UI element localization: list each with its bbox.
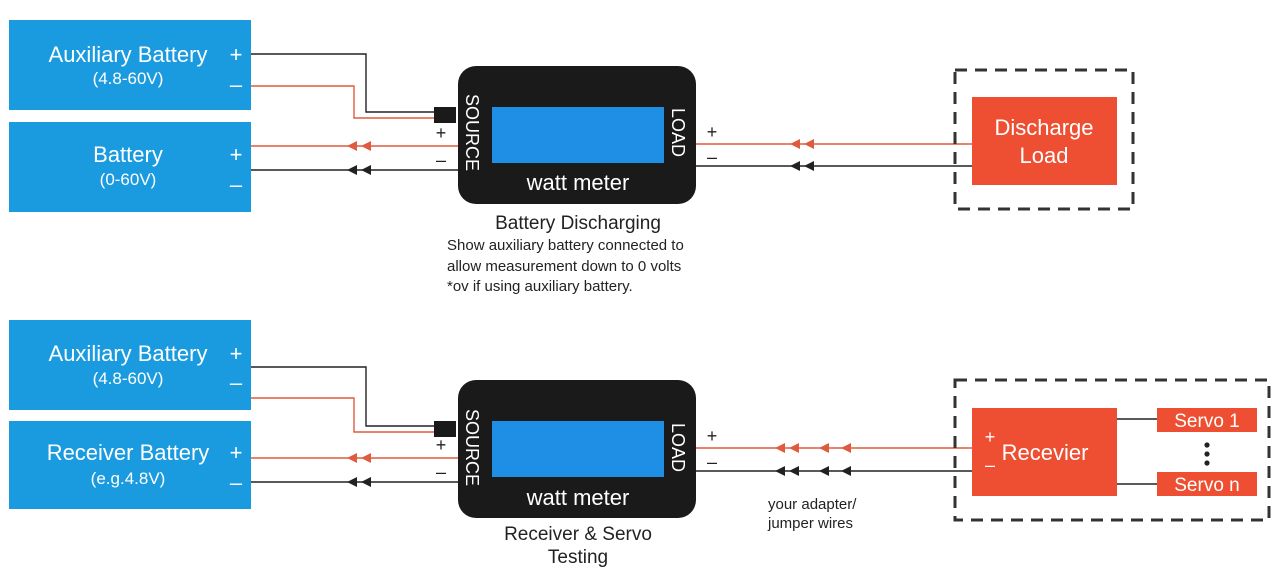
top-load-arrow-black-2 xyxy=(804,161,814,171)
top-load-dashed-box xyxy=(953,68,1135,211)
bottom-aux-battery xyxy=(9,320,251,410)
bottom-servo-n xyxy=(1157,472,1257,496)
bottom-meter-plus-right: + xyxy=(707,426,718,446)
bottom-receiver-plus: + xyxy=(230,440,243,465)
bottom-receiver-label: Recevier xyxy=(1002,440,1089,465)
bottom-rx-arrow-black-4 xyxy=(841,466,851,476)
top-meter-screen xyxy=(492,107,664,163)
top-battery-name: Battery xyxy=(93,142,163,167)
bottom-aux-wire-positive xyxy=(251,366,436,427)
bottom-caption-line2: Testing xyxy=(548,547,608,568)
top-load-line1: Discharge xyxy=(994,115,1093,140)
bottom-receiver-battery-name: Receiver Battery xyxy=(47,440,210,465)
top-meter-label: watt meter xyxy=(526,170,630,195)
bottom-rx-arrow-black-1 xyxy=(775,466,785,476)
bottom-aux-battery-name: Auxiliary Battery xyxy=(49,341,208,366)
top-caption-title: Battery Discharging xyxy=(495,213,661,234)
bottom-aux-wire-negative xyxy=(251,397,436,433)
bottom-arrow-black-1 xyxy=(347,477,357,487)
top-battery xyxy=(9,122,251,212)
bottom-arrow-red-1 xyxy=(347,453,357,463)
bottom-rx-arrow-red-2 xyxy=(789,443,799,453)
top-arrow-red-2 xyxy=(361,141,371,151)
bottom-meter-screen xyxy=(492,421,664,477)
bottom-servo-n-label: Servo n xyxy=(1174,475,1239,496)
top-caption-line1: Show auxiliary battery connected to xyxy=(447,237,684,254)
bottom-receiver-plus: + xyxy=(985,427,996,447)
top-battery-range: (0-60V) xyxy=(100,170,157,189)
top-meter-source-label: SOURCE xyxy=(462,94,482,171)
bottom-adapter-note-line1: your adapter/ xyxy=(768,496,857,513)
bottom-receiver-dashed-box xyxy=(953,378,1271,522)
top-load-arrow-red-2 xyxy=(804,139,814,149)
bottom-servo-dot-3 xyxy=(1204,460,1210,466)
bottom-meter-source-label: SOURCE xyxy=(462,409,482,486)
bottom-meter-minus-left: – xyxy=(436,462,446,482)
top-load-line2: Load xyxy=(1020,143,1069,168)
bottom-rx-arrow-red-1 xyxy=(775,443,785,453)
top-meter-load-label: LOAD xyxy=(668,108,688,157)
top-arrow-red-1 xyxy=(347,141,357,151)
bottom-receiver-minus: – xyxy=(230,470,243,495)
bottom-receiver-minus: – xyxy=(985,455,995,475)
bottom-receiver-battery-range: (e.g.4.8V) xyxy=(91,469,166,488)
top-meter-plus-left: + xyxy=(436,123,447,143)
top-battery-plus: + xyxy=(230,142,243,167)
top-aux-plus: + xyxy=(230,42,243,67)
bottom-rx-arrow-black-3 xyxy=(819,466,829,476)
bottom-adapter-note-line2: jumper wires xyxy=(767,515,853,532)
bottom-meter-plus-left: + xyxy=(436,435,447,455)
top-aux-plug xyxy=(434,107,456,123)
top-aux-wire-positive xyxy=(251,53,436,113)
bottom-servo-1-label: Servo 1 xyxy=(1174,411,1239,432)
bottom-servo-dot-1 xyxy=(1204,442,1210,448)
bottom-receiver-battery xyxy=(9,421,251,509)
top-section: Auxiliary Battery (4.8-60V) + – Battery … xyxy=(9,20,1135,295)
top-load-arrow-red-1 xyxy=(790,139,800,149)
bottom-meter-label: watt meter xyxy=(526,485,630,510)
top-load-arrow-black-1 xyxy=(790,161,800,171)
top-aux-battery xyxy=(9,20,251,110)
top-discharge-load xyxy=(972,97,1117,185)
bottom-servo-dot-2 xyxy=(1204,451,1210,457)
bottom-rx-arrow-red-3 xyxy=(819,443,829,453)
bottom-aux-minus: – xyxy=(230,370,243,395)
bottom-caption-line1: Receiver & Servo xyxy=(504,524,652,545)
top-aux-battery-range: (4.8-60V) xyxy=(93,69,164,88)
top-meter-plus-right: + xyxy=(707,122,718,142)
top-meter-minus-left: – xyxy=(436,150,446,170)
bottom-meter-load-label: LOAD xyxy=(668,423,688,472)
bottom-aux-plus: + xyxy=(230,341,243,366)
bottom-servo-1 xyxy=(1157,408,1257,432)
top-caption-line3: *ov if using auxiliary battery. xyxy=(447,278,633,295)
top-arrow-black-1 xyxy=(347,165,357,175)
bottom-meter-minus-right: – xyxy=(707,452,717,472)
bottom-rx-arrow-black-2 xyxy=(789,466,799,476)
bottom-rx-arrow-red-4 xyxy=(841,443,851,453)
top-caption-line2: allow measurement down to 0 volts xyxy=(447,258,681,275)
top-aux-minus: – xyxy=(230,72,243,97)
bottom-aux-battery-range: (4.8-60V) xyxy=(93,369,164,388)
top-battery-minus: – xyxy=(230,172,243,197)
bottom-receiver xyxy=(972,408,1117,496)
bottom-aux-plug xyxy=(434,421,456,437)
top-meter-minus-right: – xyxy=(707,147,717,167)
top-aux-battery-name: Auxiliary Battery xyxy=(49,42,208,67)
bottom-arrow-red-2 xyxy=(361,453,371,463)
bottom-arrow-black-2 xyxy=(361,477,371,487)
top-arrow-black-2 xyxy=(361,165,371,175)
top-aux-wire-negative xyxy=(251,85,436,119)
bottom-section: Auxiliary Battery (4.8-60V) + – Receiver… xyxy=(9,320,1271,568)
